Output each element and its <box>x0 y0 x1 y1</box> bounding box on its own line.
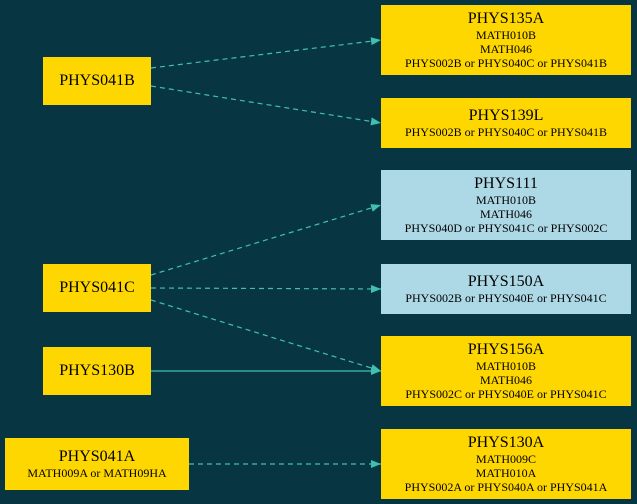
node-title: PHYS130A <box>467 434 545 451</box>
node-phys130b[interactable]: PHYS130B <box>43 347 151 395</box>
node-title: PHYS139L <box>468 107 544 124</box>
node-requirement: MATH009A or MATH09HA <box>27 466 167 480</box>
node-requirement: MATH010A <box>475 466 537 480</box>
node-phys130a[interactable]: PHYS130A MATH009C MATH010A PHYS002A or P… <box>381 429 631 499</box>
node-phys150a[interactable]: PHYS150A PHYS002B or PHYS040E or PHYS041… <box>381 264 631 314</box>
node-requirement: MATH010B <box>475 28 536 42</box>
node-phys156a[interactable]: PHYS156A MATH010B MATH046 PHYS002C or PH… <box>381 336 631 406</box>
node-requirement: PHYS002B or PHYS040E or PHYS041C <box>405 291 607 305</box>
node-title: PHYS135A <box>467 10 545 27</box>
node-requirement: MATH046 <box>479 207 532 221</box>
node-title: PHYS156A <box>467 341 545 358</box>
edge-phys041c-phys150a <box>150 284 382 293</box>
edge-phys041b-phys139l <box>150 85 382 126</box>
node-requirement: PHYS002B or PHYS040C or PHYS041B <box>404 56 608 70</box>
node-phys041a[interactable]: PHYS041A MATH009A or MATH09HA <box>5 438 189 490</box>
node-requirement: MATH010B <box>475 193 536 207</box>
node-phys135a[interactable]: PHYS135A MATH010B MATH046 PHYS002B or PH… <box>381 5 631 75</box>
node-title: PHYS041A <box>58 448 136 465</box>
node-requirement: PHYS002B or PHYS040C or PHYS041B <box>404 125 608 139</box>
node-title: PHYS111 <box>474 175 538 192</box>
edge-phys041b-phys135a <box>150 37 382 69</box>
node-requirement: MATH046 <box>479 373 532 387</box>
node-phys139l[interactable]: PHYS139L PHYS002B or PHYS040C or PHYS041… <box>381 98 631 148</box>
node-requirement: PHYS040D or PHYS041C or PHYS002C <box>404 221 608 235</box>
node-title: PHYS041C <box>59 279 135 296</box>
node-phys041c[interactable]: PHYS041C <box>43 264 151 312</box>
edge-phys041c-phys156a <box>150 299 382 372</box>
node-phys111[interactable]: PHYS111 MATH010B MATH046 PHYS040D or PHY… <box>381 170 631 240</box>
node-phys041b[interactable]: PHYS041B <box>43 57 151 105</box>
node-requirement: MATH009C <box>475 452 536 466</box>
edge-phys041c-phys111 <box>150 204 382 276</box>
node-title: PHYS041B <box>59 72 135 89</box>
node-requirement: MATH046 <box>479 42 532 56</box>
node-requirement: PHYS002A or PHYS040A or PHYS041A <box>404 480 608 494</box>
node-title: PHYS150A <box>467 273 545 290</box>
node-title: PHYS130B <box>59 362 135 379</box>
node-requirement: PHYS002C or PHYS040E or PHYS041C <box>405 387 607 401</box>
node-requirement: MATH010B <box>475 359 536 373</box>
